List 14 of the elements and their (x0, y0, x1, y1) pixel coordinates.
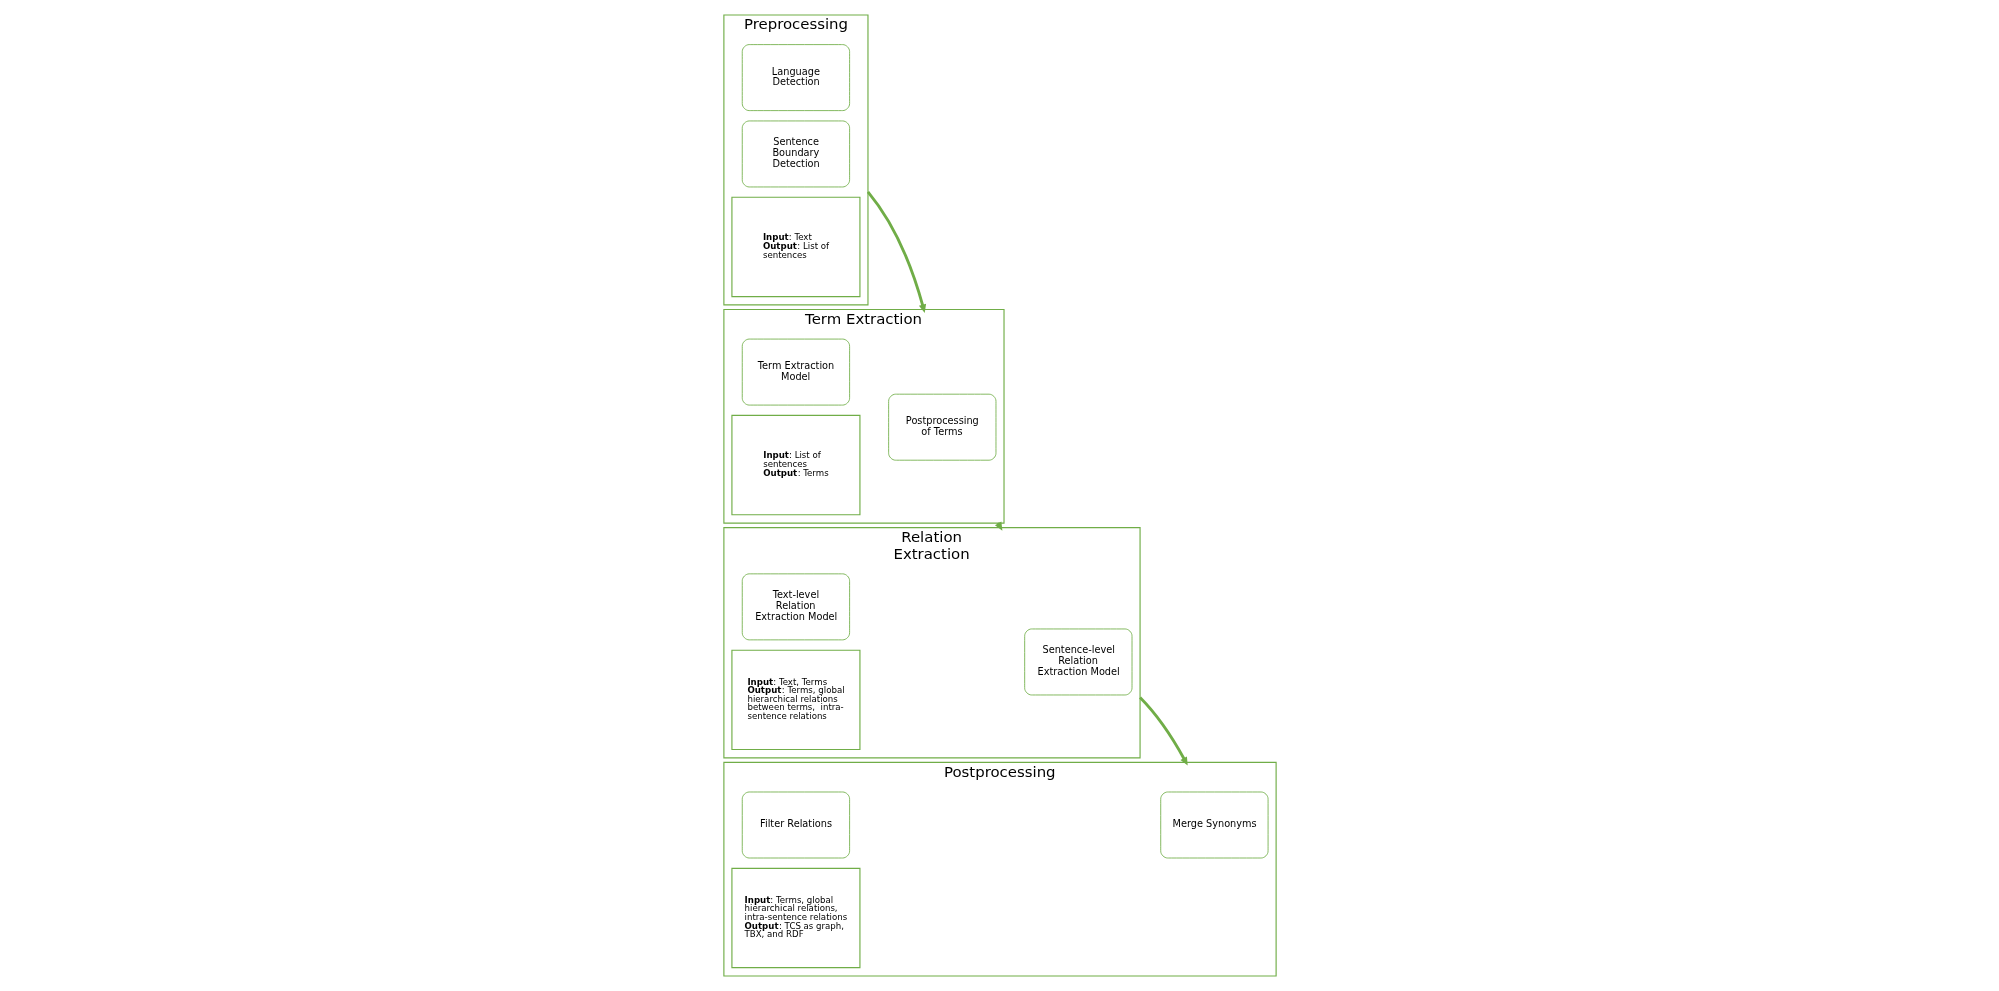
node-box: Input: Text Output: List of sentences (730, 196, 860, 298)
node-box: Input: List of sentences Output: Terms (730, 414, 860, 516)
node-box: Text-level Relation Extraction Model (741, 573, 850, 641)
node-box: Filter Relations (741, 791, 850, 859)
arrow (1138, 696, 1188, 766)
node-box: Language Detection (741, 44, 850, 112)
node-box: Term Extraction Model (741, 338, 850, 406)
arrow (866, 190, 926, 313)
node-box: Input: Text, Terms Output: Terms, global hierarchical relations between terms, intra-sentence relations (730, 649, 860, 751)
node-box: Sentence-level Relation Extraction Model (1023, 628, 1132, 696)
node-box: Sentence Boundary Detection (741, 120, 850, 188)
node-box: Input: Terms, global hierarchical relations, intra-sentence relations Output: TCS as graph, TBX, and RDF (730, 867, 860, 969)
node-box: Postprocessing of Terms (887, 393, 996, 461)
node-box: Merge Synonyms (1159, 791, 1268, 859)
